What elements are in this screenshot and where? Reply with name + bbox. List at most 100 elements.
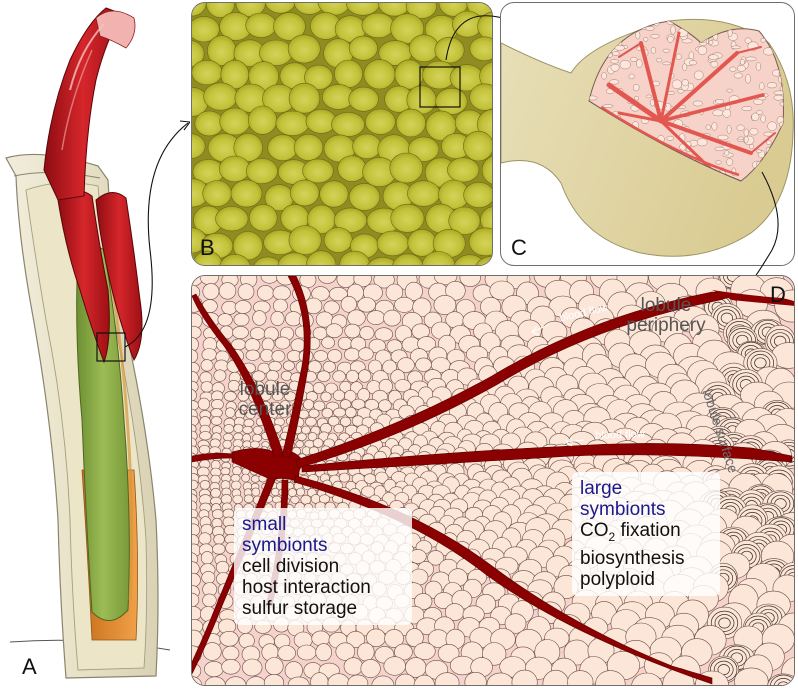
symbiont-cell — [734, 667, 769, 685]
symbiont-cell — [223, 391, 237, 402]
lobule — [245, 158, 278, 185]
symbiont-cell — [459, 276, 481, 287]
symbiont-cell — [198, 532, 212, 545]
symbiont-cell — [237, 283, 255, 300]
symbiont-cell — [272, 285, 291, 301]
symbiont-cell — [745, 74, 751, 84]
symbiont-cell — [250, 440, 260, 449]
lobule — [232, 231, 263, 261]
symbiont-cell — [711, 122, 718, 131]
symbiont-cell — [378, 399, 392, 412]
symbiont-cell — [643, 37, 649, 42]
lobule — [480, 206, 492, 234]
symbiont-cell — [296, 644, 317, 661]
symbiont-cell — [733, 72, 743, 79]
symbiont-cell — [273, 298, 288, 313]
lobule — [287, 34, 321, 64]
lobule — [421, 251, 456, 265]
symbiont-cell — [445, 281, 466, 301]
symbiont-cell — [308, 408, 320, 419]
symbiont-cell — [677, 89, 685, 94]
symbiont-membrane — [720, 312, 734, 324]
symbiont-cell — [346, 369, 359, 383]
symbiont-cell — [251, 433, 262, 443]
lobule — [390, 203, 425, 233]
symbiont-cell — [305, 416, 317, 427]
lobule-cross-section — [501, 18, 794, 257]
symbiont-cell — [737, 65, 746, 72]
symbiont-cell — [198, 444, 211, 455]
co2-subscript: 2 — [608, 529, 616, 544]
panel-d-lobule-detail: lobule center lobule periphery lobule su… — [191, 275, 795, 686]
symbiont-cell — [373, 276, 395, 289]
lobule — [267, 134, 298, 161]
symbiont-membrane — [769, 674, 794, 685]
symbiont-cell — [404, 281, 423, 301]
symbiont-cell — [271, 350, 286, 363]
lobule — [408, 136, 440, 162]
lobule — [481, 155, 492, 185]
symbiont-cell — [767, 21, 774, 27]
symbiont-cell — [697, 45, 708, 55]
lobule — [469, 83, 492, 111]
symbiont-cell — [780, 21, 784, 24]
symbiont-cell — [230, 480, 242, 491]
symbiont-cell — [263, 674, 285, 685]
symbiont-cell — [324, 382, 338, 395]
symbiont-cell — [374, 327, 394, 342]
symbiont-cell — [595, 670, 626, 685]
lobule — [192, 133, 206, 159]
lobule — [337, 155, 367, 182]
symbiont-cell — [252, 310, 267, 326]
small-symbionts-title-line1: small — [242, 514, 287, 535]
symbiont-cell — [632, 83, 640, 92]
symbiont-cell — [210, 487, 222, 499]
symbiont-cell — [773, 94, 784, 101]
symbiont-cell — [251, 487, 261, 497]
symbiont-cell — [297, 432, 307, 442]
symbiont-cell — [270, 310, 285, 326]
lobule-center-line1: lobule — [239, 379, 291, 400]
symbiont-cell — [761, 21, 769, 27]
lobule — [479, 61, 492, 91]
symbiont-cell — [274, 336, 291, 350]
symbiont-cell — [287, 676, 310, 685]
symbiont-membrane — [754, 357, 767, 369]
symbiont-cell — [345, 406, 357, 418]
symbiont-cell — [200, 551, 214, 565]
symbiont-cell — [726, 125, 732, 134]
symbiont-cell — [776, 30, 784, 35]
symbiont-cell — [232, 494, 243, 505]
symbiont-cell — [397, 357, 415, 373]
lobules-pattern — [192, 3, 492, 265]
symbiont-cell — [317, 276, 337, 284]
lobule — [392, 253, 424, 265]
symbiont-cell — [681, 79, 689, 87]
symbiont-cell — [773, 90, 784, 96]
symbiont-cell — [357, 642, 375, 662]
symbiont-cell — [192, 336, 199, 353]
symbiont-cell — [717, 134, 729, 141]
lobule — [407, 229, 437, 257]
symbiont-cell — [223, 424, 235, 434]
lobule — [192, 40, 205, 67]
symbiont-cell — [751, 112, 760, 121]
panel-c-label: C — [511, 235, 527, 260]
lobule — [367, 257, 398, 265]
symbiont-cell — [767, 121, 778, 131]
symbiont-cell — [766, 82, 778, 89]
symbiont-cell — [599, 29, 611, 34]
symbiont-cell — [245, 676, 267, 685]
lobule — [468, 227, 492, 257]
symbiont-cell — [601, 72, 607, 80]
lobule — [363, 59, 396, 90]
symbiont-cell — [265, 657, 284, 676]
symbiont-cell — [760, 37, 766, 43]
symbiont-cell — [589, 49, 591, 53]
symbiont-cell — [671, 79, 683, 90]
symbiont-cell — [688, 60, 697, 66]
panel-c-lobule: C — [500, 2, 795, 266]
symbiont-cell — [770, 25, 775, 34]
symbiont-cell — [233, 312, 250, 327]
lobule-periphery-line2: periphery — [626, 315, 706, 336]
